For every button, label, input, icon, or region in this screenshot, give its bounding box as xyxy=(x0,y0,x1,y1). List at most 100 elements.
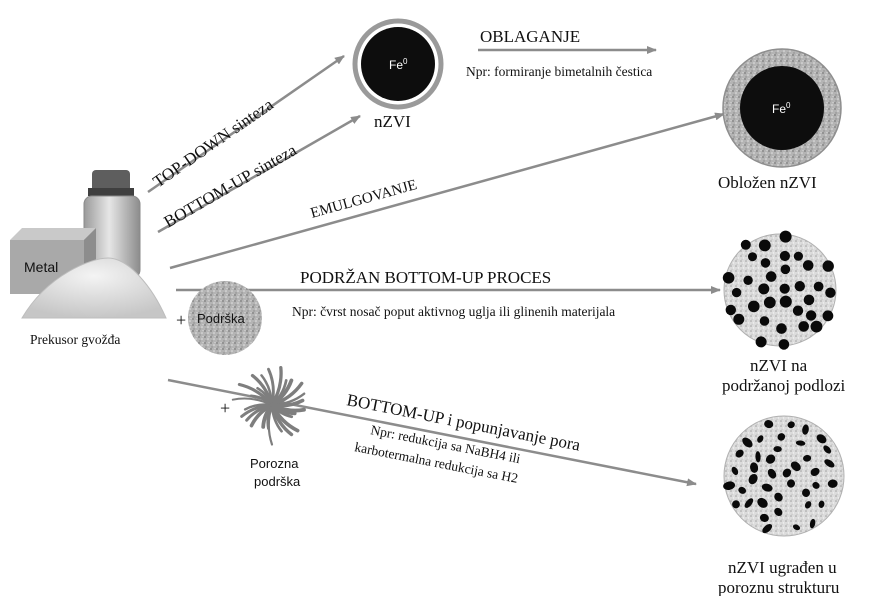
label-supported: PODRŽAN BOTTOM-UP PROCES xyxy=(300,268,551,287)
porous-support-icon xyxy=(231,365,306,446)
pore-nanoparticle xyxy=(750,462,759,473)
pore-nanoparticle xyxy=(757,435,764,443)
pore-nanoparticle xyxy=(801,488,811,497)
pore-nanoparticle xyxy=(827,479,838,488)
label-coating-note: Npr: formiranje bimetalnih čestica xyxy=(466,64,652,79)
pore-nanoparticle xyxy=(774,507,783,516)
embedded-nanoparticle xyxy=(803,294,815,306)
pore-nanoparticle xyxy=(804,501,812,509)
jar-icon xyxy=(83,170,141,279)
precursor-group: Metal Prekusor gvožđa xyxy=(10,170,167,347)
embedded-nanoparticle xyxy=(805,310,817,321)
arrow-bottom-up xyxy=(157,114,361,234)
powder-pile-icon xyxy=(21,257,167,319)
pore-nanoparticle xyxy=(732,500,740,509)
porous-label-2: podrška xyxy=(254,474,301,489)
precursor-caption: Prekusor gvožđa xyxy=(30,332,120,347)
embedded-nanoparticle xyxy=(765,271,777,282)
embedded-nzvi-particle xyxy=(723,415,845,537)
support-label: Podrška xyxy=(197,311,245,326)
embedded-nanoparticle xyxy=(731,287,742,298)
embedded-nanoparticle xyxy=(822,260,834,272)
pore-nanoparticle xyxy=(795,440,806,446)
embedded-nanoparticle xyxy=(779,283,790,294)
coated-nzvi-particle: Fe0 xyxy=(722,48,842,168)
embedded-nanoparticle xyxy=(813,281,824,292)
embedded-nanoparticle xyxy=(758,239,771,252)
nzvi-core-label: Fe0 xyxy=(389,57,408,72)
pore-nanoparticle xyxy=(809,518,816,529)
embedded-nanoparticle xyxy=(825,287,836,298)
nzvi-particle: Fe0 xyxy=(352,18,444,110)
pore-nanoparticle xyxy=(742,437,753,448)
embedded-caption-2: poroznu strukturu xyxy=(718,578,840,596)
embedded-nanoparticle xyxy=(740,239,751,250)
pore-nanoparticle xyxy=(774,492,783,502)
embedded-nanoparticle xyxy=(778,339,790,350)
pore-nanoparticle xyxy=(787,421,795,429)
embedded-nanoparticle xyxy=(776,323,787,334)
embedded-nanoparticle xyxy=(722,272,735,284)
pore-nanoparticle xyxy=(759,513,769,522)
pore-nanoparticle xyxy=(738,486,747,494)
porous-plus: + xyxy=(220,398,230,418)
arrow-emulsion xyxy=(169,112,725,270)
embedded-nanoparticle xyxy=(792,305,804,316)
embedded-nanoparticle xyxy=(748,300,760,313)
embedded-nanoparticle xyxy=(779,250,791,262)
embedded-nanoparticle xyxy=(755,336,767,348)
pore-nanoparticle xyxy=(824,459,835,468)
embedded-nanoparticle xyxy=(743,275,753,285)
pore-nanoparticle xyxy=(802,424,809,435)
pore-nanoparticle xyxy=(764,420,774,429)
metal-label: Metal xyxy=(24,259,58,275)
embedded-nanoparticle xyxy=(779,295,792,308)
embedded-nanoparticle xyxy=(802,260,814,271)
pore-nanoparticle xyxy=(765,454,776,464)
embedded-nanoparticle xyxy=(748,252,757,262)
pore-nanoparticle xyxy=(755,451,761,463)
pore-nanoparticle xyxy=(782,468,792,478)
embedded-nanoparticle xyxy=(759,316,770,326)
embedded-nanoparticle xyxy=(780,264,791,275)
pore-nanoparticle xyxy=(786,479,796,488)
supported-caption-2: podržanoj podlozi xyxy=(722,376,845,395)
pore-nanoparticle xyxy=(773,446,782,453)
pore-nanoparticle xyxy=(803,454,812,462)
embedded-nanoparticle xyxy=(810,320,823,333)
embedded-nanoparticle xyxy=(763,296,776,309)
pore-nanoparticle xyxy=(777,433,786,441)
embedded-nanoparticle xyxy=(725,304,736,316)
support-plus: + xyxy=(176,310,186,330)
embedded-nanoparticle xyxy=(733,313,745,325)
nzvi-caption: nZVI xyxy=(374,112,411,131)
arrow-top-down xyxy=(147,54,345,194)
pore-nanoparticle xyxy=(823,445,832,454)
embedded-nanoparticle xyxy=(758,283,770,295)
pore-nanoparticle xyxy=(792,524,801,531)
supported-nzvi-particle xyxy=(722,230,837,350)
embedded-nanoparticle xyxy=(794,281,805,292)
embedded-caption-1: nZVI ugrađen u xyxy=(728,558,837,577)
pore-nanoparticle xyxy=(761,483,773,492)
embedded-nanoparticle xyxy=(793,251,804,261)
porous-branch xyxy=(270,398,305,408)
embedded-nanoparticle xyxy=(779,230,792,243)
pore-nanoparticle xyxy=(748,473,758,485)
pore-nanoparticle xyxy=(757,497,768,508)
embedded-nanoparticle xyxy=(760,258,771,268)
label-coating: OBLAGANJE xyxy=(480,27,580,46)
label-supported-note: Npr: čvrst nosač poput aktivnog uglja il… xyxy=(292,304,615,319)
porous-label-1: Porozna xyxy=(250,456,299,471)
pore-nanoparticle xyxy=(767,468,777,479)
pore-nanoparticle xyxy=(818,500,825,508)
embedded-nanoparticle xyxy=(798,321,809,332)
embedded-nanoparticle xyxy=(822,310,834,322)
coated-caption: Obložen nZVI xyxy=(718,173,817,192)
pore-nanoparticle xyxy=(744,498,754,508)
pore-nanoparticle xyxy=(735,449,744,458)
coated-core-label: Fe0 xyxy=(772,101,791,116)
support-sphere xyxy=(188,281,262,355)
